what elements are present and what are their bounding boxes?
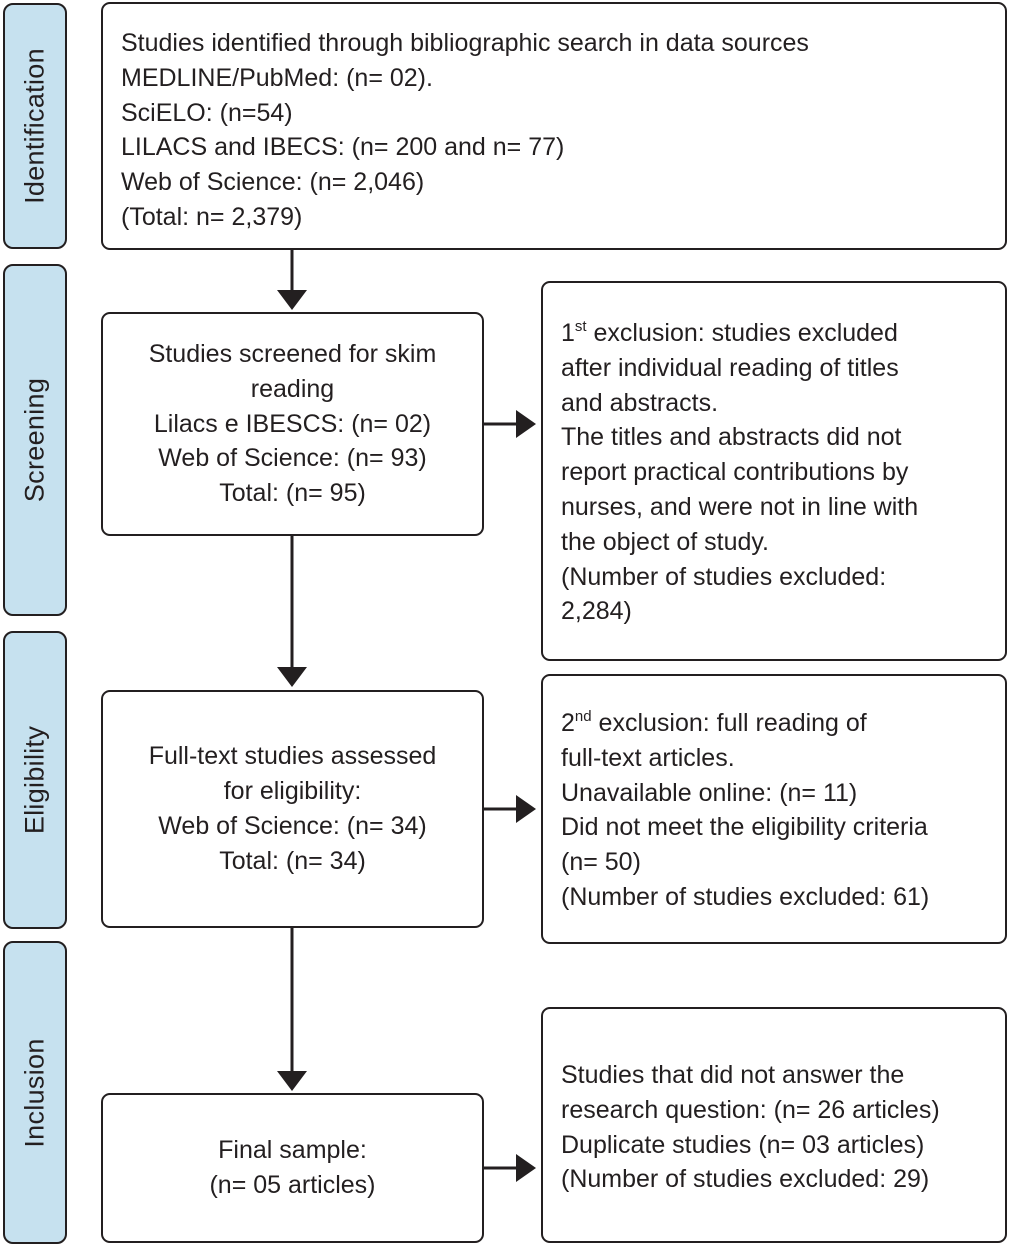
exclusion-2-ordinal: 2 xyxy=(561,709,575,737)
exclusion-3-line-2: research question: (n= 26 articles) xyxy=(561,1095,940,1124)
eligibility-box: Full-text studies assessed for eligibili… xyxy=(101,690,484,928)
phase-eligibility: Eligibility xyxy=(3,631,67,929)
exclusion-2-line-3: Unavailable online: (n= 11) xyxy=(561,778,858,807)
arrowhead-right-2 xyxy=(516,795,536,823)
exclusion-1-ordinal-suffix: st xyxy=(574,317,587,335)
identification-line-4: LILACS and IBECS: (n= 200 and n= 77) xyxy=(121,133,565,162)
identification-line-6: (Total: n= 2,379) xyxy=(121,202,303,231)
exclusion-1-line-8: (Number of studies excluded: xyxy=(561,562,887,591)
arrowhead-down-3 xyxy=(277,1071,307,1091)
final-sample-box: Final sample: (n= 05 articles) xyxy=(101,1093,484,1243)
exclusion-2-line-2: full-text articles. xyxy=(561,743,735,772)
exclusion-1-line-5: report practical contributions by xyxy=(561,458,909,487)
screening-line-3: Lilacs e IBESCS: (n= 02) xyxy=(153,409,432,438)
final-sample-line-1: Final sample: xyxy=(218,1136,367,1165)
eligibility-line-3: Web of Science: (n= 34) xyxy=(158,812,427,840)
identification-line-3: SciELO: (n=54) xyxy=(121,98,293,127)
exclusion-2-box: 2nd exclusion: full reading of full-text… xyxy=(541,674,1007,944)
exclusion-1-line-3: and abstracts. xyxy=(561,388,719,417)
exclusion-1-line-7: the object of study. xyxy=(561,527,769,556)
exclusion-1-line-1: 1st exclusion: studies excluded xyxy=(561,316,1005,351)
identification-box: Studies identified through bibliographic… xyxy=(101,2,1007,250)
exclusion-2-heading: exclusion: full reading of xyxy=(591,709,867,737)
exclusion-1-line-9: 2,284) xyxy=(561,597,632,626)
screening-line-2: reading xyxy=(250,374,335,403)
identification-line-1: Studies identified through bibliographic… xyxy=(121,29,809,57)
arrowhead-right-1 xyxy=(516,410,536,438)
screening-box: Studies screened for skim reading Lilacs… xyxy=(101,312,484,536)
phase-identification: Identification xyxy=(3,3,67,249)
exclusion-3-line-3: Duplicate studies (n= 03 articles) xyxy=(561,1130,925,1159)
exclusion-1-box: 1st exclusion: studies excluded after in… xyxy=(541,281,1007,661)
arrowhead-down-1 xyxy=(277,290,307,310)
exclusion-1-line-2: after individual reading of titles xyxy=(561,353,899,382)
exclusion-3-line-1: Studies that did not answer the xyxy=(561,1061,905,1089)
exclusion-1-heading: exclusion: studies excluded xyxy=(586,319,898,347)
exclusion-1-ordinal: 1 xyxy=(561,319,575,347)
screening-line-4: Web of Science: (n= 93) xyxy=(158,444,427,473)
exclusion-2-line-1: 2nd exclusion: full reading of xyxy=(561,706,1005,741)
exclusion-1-line-6: nurses, and were not in line with xyxy=(561,492,919,521)
eligibility-line-1: Full-text studies assessed xyxy=(148,742,437,771)
screening-line-5: Total: (n= 95) xyxy=(219,479,366,508)
phase-inclusion: Inclusion xyxy=(3,941,67,1244)
exclusion-2-ordinal-suffix: nd xyxy=(574,707,592,725)
phase-screening: Screening xyxy=(3,264,67,616)
exclusion-2-line-5: (n= 50) xyxy=(561,848,641,877)
arrowhead-right-3 xyxy=(516,1154,536,1182)
eligibility-line-2: for eligibility: xyxy=(223,777,362,806)
arrowhead-down-2 xyxy=(277,667,307,687)
exclusion-3-box: Studies that did not answer the research… xyxy=(541,1007,1007,1243)
screening-line-1: Studies screened for skim xyxy=(148,340,437,368)
identification-line-2: MEDLINE/PubMed: (n= 02). xyxy=(121,63,433,92)
identification-line-5: Web of Science: (n= 2,046) xyxy=(121,168,425,197)
exclusion-3-line-4: (Number of studies excluded: 29) xyxy=(561,1165,930,1194)
exclusion-1-line-4: The titles and abstracts did not xyxy=(561,423,902,452)
exclusion-2-line-4: Did not meet the eligibility criteria xyxy=(561,813,928,842)
eligibility-line-4: Total: (n= 34) xyxy=(219,846,366,875)
exclusion-2-line-6: (Number of studies excluded: 61) xyxy=(561,882,930,911)
final-sample-line-2: (n= 05 articles) xyxy=(209,1171,376,1199)
